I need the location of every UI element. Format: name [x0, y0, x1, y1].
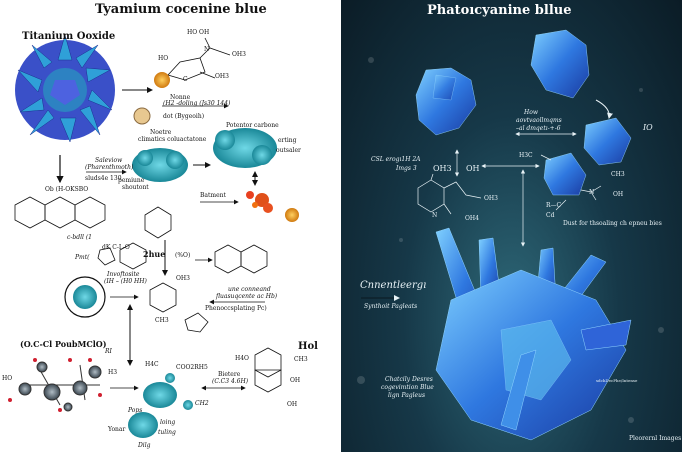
- label: 2hue: [143, 249, 166, 259]
- label: N: [432, 212, 438, 219]
- label: (C.C3 4.6H): [212, 378, 249, 385]
- label: climatics coluactatone: [138, 136, 207, 143]
- right-title: Phatoıcyanine bllue: [427, 3, 572, 18]
- crystal-icon: [543, 117, 632, 196]
- label: Batment: [200, 192, 226, 199]
- label: Pops: [128, 407, 143, 414]
- label: Ob (H-OKSBO: [45, 186, 89, 193]
- label: Phenoccsplating Pc): [205, 305, 267, 312]
- label: dot (Bygeoih): [163, 113, 205, 120]
- label: Noetre: [150, 129, 172, 136]
- label: COO2RH5: [176, 364, 208, 371]
- label: dK C-L-O: [102, 244, 130, 251]
- left-title: Tyamium cocenine blue: [95, 2, 267, 17]
- label: Pmt(: [75, 254, 90, 261]
- crystal-cluster-icon: [415, 67, 477, 136]
- label: tuling: [158, 429, 176, 436]
- label: OH: [466, 164, 480, 173]
- label: Dilg: [138, 442, 151, 449]
- label: HO: [158, 55, 169, 62]
- label: aovtvaollmqms: [516, 117, 562, 124]
- left-panel: Tyamium cocenine blue Titanium Ooxide HO…: [2, 2, 318, 449]
- label: OH: [613, 191, 624, 198]
- label: H3C: [519, 152, 533, 159]
- label: OH3: [484, 195, 498, 202]
- label: –al dmqetı-+-6: [516, 125, 561, 132]
- label: HO: [2, 375, 13, 382]
- label: Imgs 3: [396, 165, 417, 172]
- crystal-cluster-icon: [530, 29, 590, 99]
- footer-label: Pleorernl Images: [629, 435, 682, 442]
- label: CH3: [611, 171, 625, 178]
- protein-blob-icon: [132, 128, 277, 182]
- ball-and-stick-molecule-icon: [8, 358, 102, 412]
- label: CSL erogı1H 2A: [371, 156, 421, 163]
- label: RI: [105, 348, 112, 355]
- label: shoutont: [122, 184, 149, 191]
- label: C: [183, 76, 188, 83]
- label: H4O: [235, 355, 249, 362]
- label: N: [589, 189, 595, 196]
- label: OH3: [433, 164, 452, 173]
- label: Nonne: [170, 94, 191, 101]
- label: Cd: [546, 212, 555, 219]
- label: pemiune: [118, 177, 145, 184]
- label: c-bdll (1: [67, 234, 92, 241]
- subtitle: Titanium Ooxide: [22, 31, 116, 42]
- label: (H2 -doling (Js30 144): [163, 100, 231, 107]
- label: H3: [108, 369, 118, 376]
- right-panel: Phatoıcyanine bllue How aovtvaollmqms –a…: [341, 0, 682, 452]
- label: CH3: [155, 317, 169, 324]
- label: lign Pagleus: [388, 392, 426, 399]
- label: CH3: [294, 356, 308, 363]
- label: Potentor carbone: [226, 122, 279, 129]
- label: fluasuqcente ac Hb): [216, 293, 278, 300]
- label: OH3: [232, 51, 246, 58]
- titanium-oxide-crystal-icon: [15, 34, 115, 143]
- label: erting: [278, 137, 297, 144]
- label: IO: [643, 123, 653, 132]
- right-diagram-graphics: [357, 29, 664, 441]
- left-diagram-graphics: [8, 34, 299, 438]
- label: OH3: [176, 275, 190, 282]
- label: sdchDecPhe/Intense: [596, 378, 638, 383]
- label: (O.C-Cl PoubMClO): [20, 339, 107, 349]
- orange-atom-icon: [154, 72, 170, 88]
- label: R—C: [546, 202, 562, 209]
- label: Saleviow: [95, 157, 123, 164]
- label: OH: [287, 401, 298, 408]
- label: (IH – (H0 HH): [104, 278, 147, 285]
- label: Chatcily Desres: [385, 376, 433, 383]
- label: cogevimtion Blue: [381, 384, 434, 391]
- label: (%O): [175, 252, 191, 259]
- large-crystal-cluster-icon: [435, 227, 632, 441]
- label: N: [204, 46, 210, 53]
- label: OH4: [465, 215, 479, 222]
- label: Cnnentleergı: [360, 280, 427, 291]
- label: H4C: [145, 361, 159, 368]
- label: CH2: [195, 400, 209, 407]
- label: Bietere: [218, 371, 241, 378]
- label: (Pharenthmoth): [85, 164, 134, 171]
- label: une conneand: [228, 286, 271, 293]
- circled-blob-icon: [73, 285, 97, 309]
- label: Invoftosite: [107, 271, 140, 278]
- label: sluds4e 130: [85, 175, 122, 182]
- protein-structure-icon: [128, 373, 193, 438]
- label: OH: [290, 377, 301, 384]
- label: Synthoit Pagleats: [364, 303, 418, 310]
- label: HO OH: [187, 29, 210, 36]
- label: How: [524, 109, 538, 116]
- label: Yonar: [108, 426, 126, 433]
- label: OH3: [215, 73, 229, 80]
- label: Hol: [298, 341, 318, 352]
- label: outsaler: [276, 147, 301, 154]
- label: Dust for thsoaling ch epneu bies: [563, 220, 662, 227]
- label: loing: [160, 419, 176, 426]
- nanoparticle-icon: [133, 107, 151, 125]
